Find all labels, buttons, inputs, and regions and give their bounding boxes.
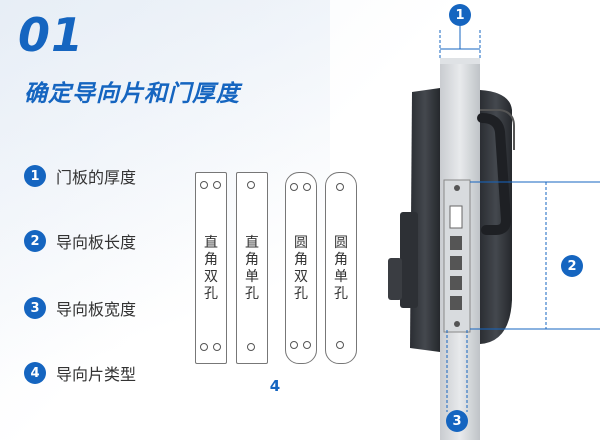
screw-hole	[247, 181, 255, 189]
marker-plate-width: 3	[446, 410, 468, 432]
marker-door-thickness: 1	[449, 4, 471, 26]
screw-hole	[200, 343, 208, 351]
number-badge: 3	[24, 297, 46, 319]
legend-item-plate-type: 4 导向片类型	[24, 361, 136, 385]
legend-label: 导向板长度	[56, 233, 137, 252]
screw-hole	[247, 343, 255, 351]
plate-label: 圆角单孔	[334, 235, 348, 302]
screw-hole	[303, 183, 311, 191]
screw-hole	[303, 341, 311, 349]
page-title: 确定导向片和门厚度	[24, 81, 240, 107]
dimension-plate-length	[470, 181, 600, 330]
number-badge: 1	[24, 165, 46, 187]
number-badge: 4	[24, 362, 46, 384]
number-badge: 2	[24, 230, 46, 252]
screw-hole	[213, 181, 221, 189]
screw-hole	[290, 341, 298, 349]
guide-plate-square-double-hole: 直角双孔	[195, 172, 227, 364]
lock-back-body	[388, 88, 440, 352]
guide-plate-square-single-hole: 直角单孔	[236, 172, 268, 364]
guide-plate-round-single-hole: 圆角单孔	[325, 172, 357, 364]
legend-item-plate-length: 2 导向板长度	[24, 229, 136, 253]
legend-label: 导向板宽度	[56, 300, 137, 319]
legend-label: 门板的厚度	[56, 168, 137, 187]
lock-front-body	[477, 90, 515, 344]
legend-label: 导向片类型	[56, 365, 137, 384]
legend-item-door-thickness: 1 门板的厚度	[24, 164, 136, 188]
screw-hole	[336, 183, 344, 191]
screw-hole	[213, 343, 221, 351]
screw-hole	[200, 181, 208, 189]
screw-hole	[290, 183, 298, 191]
marker-plate-length: 2	[561, 255, 583, 277]
legend-item-plate-width: 3 导向板宽度	[24, 296, 136, 320]
plate-label: 直角单孔	[245, 235, 259, 302]
background-panel	[0, 0, 330, 440]
dimension-door-thickness	[439, 26, 481, 60]
screw-hole	[336, 341, 344, 349]
plate-label: 直角双孔	[204, 235, 218, 302]
guide-plate-round-double-hole: 圆角双孔	[285, 172, 317, 364]
plate-label: 圆角双孔	[294, 235, 308, 302]
step-number: 01	[18, 8, 85, 62]
marker-plate-type: 4	[264, 375, 286, 397]
dimension-plate-width	[446, 330, 468, 412]
